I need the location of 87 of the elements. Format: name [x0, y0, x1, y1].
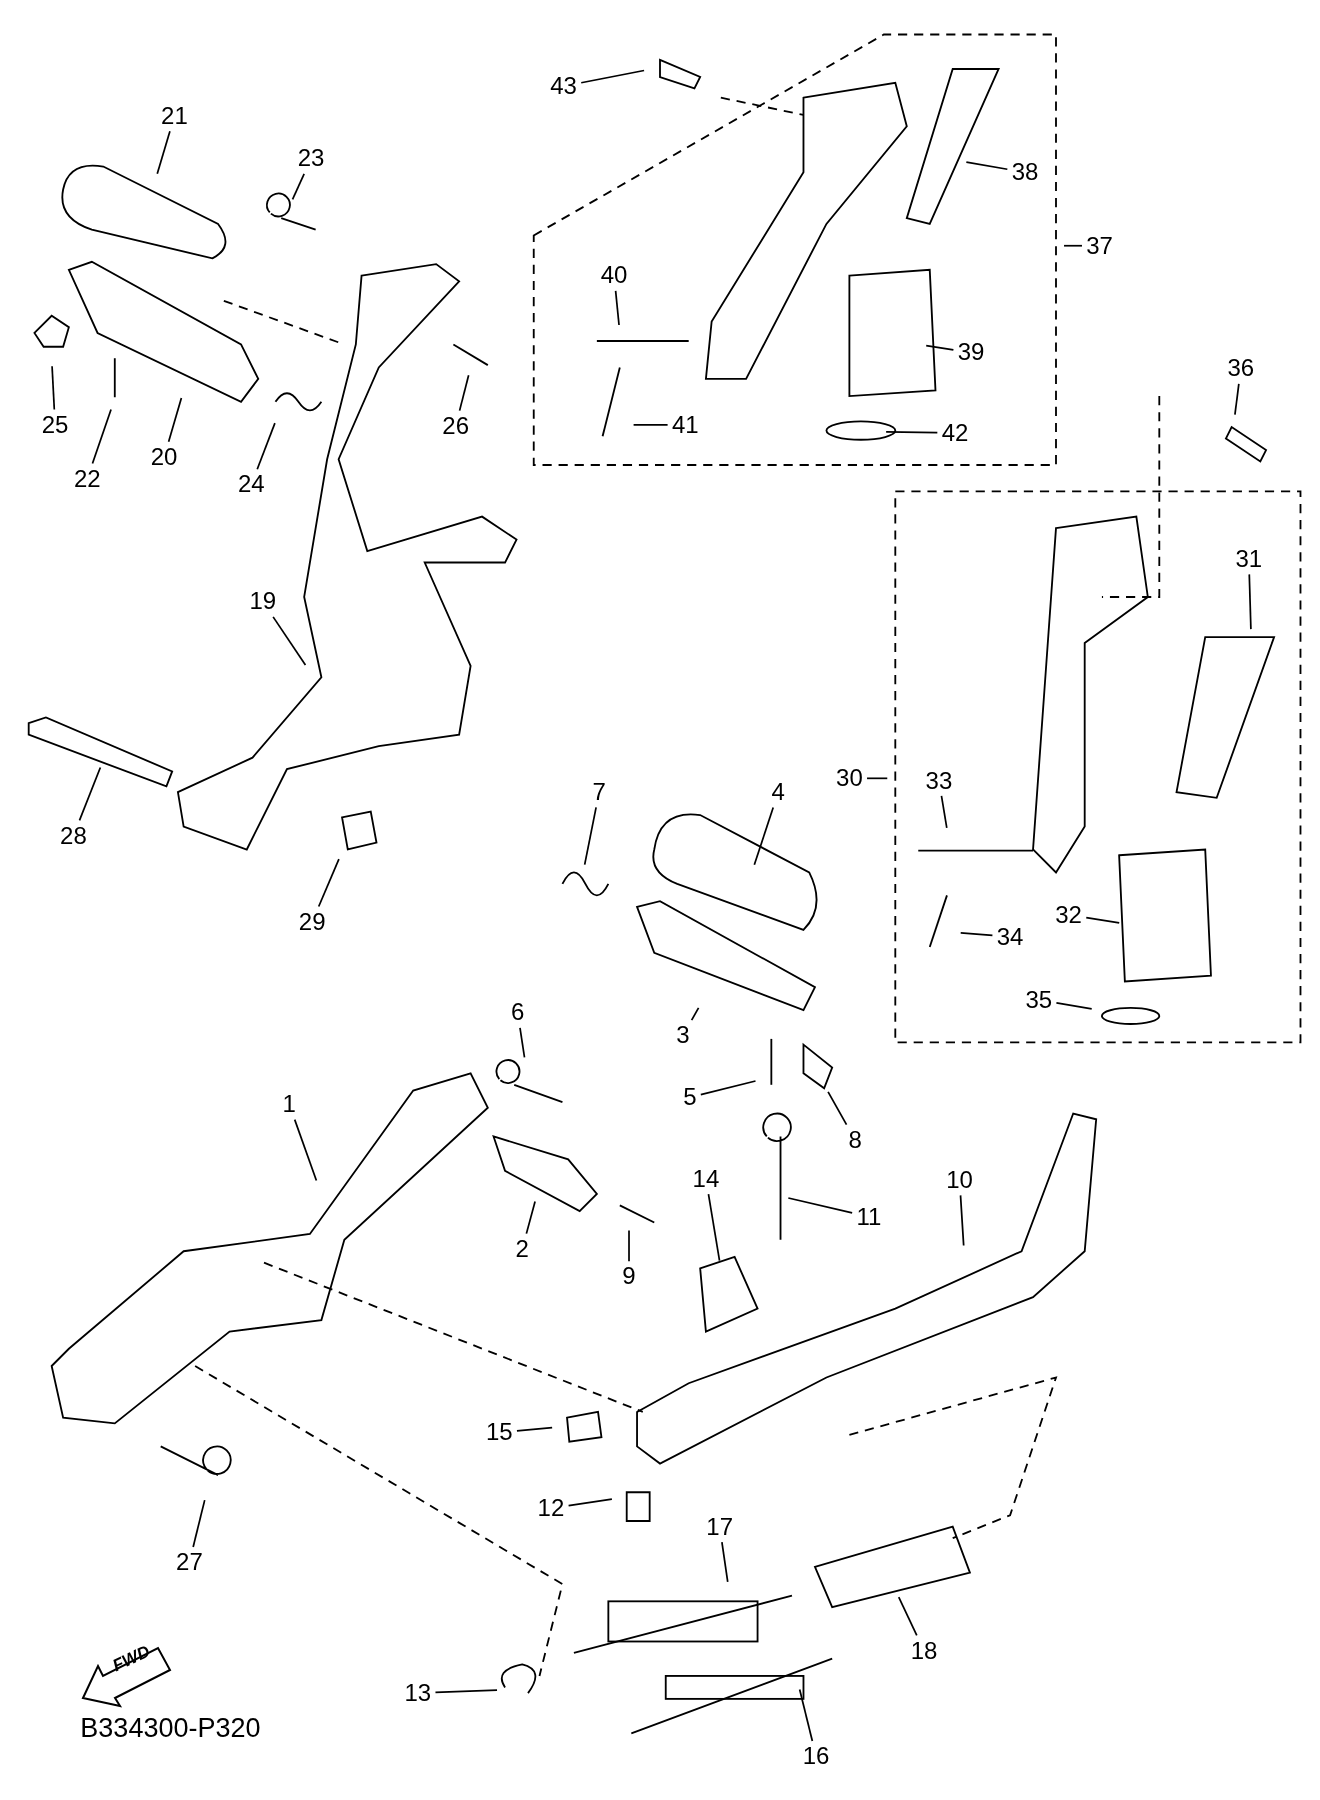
leader-line: [753, 806, 775, 866]
leader-line: [699, 1080, 757, 1096]
leader-line: [1063, 244, 1083, 247]
leader-line: [959, 931, 994, 937]
callout-number: 16: [800, 1743, 832, 1770]
leader-line: [78, 766, 102, 822]
callout-number: 20: [148, 443, 180, 470]
leader-line: [614, 290, 620, 326]
leader-line: [580, 69, 645, 84]
diagram-code: B334300-P320: [80, 1712, 261, 1744]
callout-number: 3: [674, 1022, 692, 1049]
callout-number: 42: [939, 419, 971, 446]
callout-number: 23: [295, 145, 327, 172]
leader-line: [192, 1499, 206, 1548]
leader-line: [291, 172, 305, 201]
callout-number: 7: [590, 779, 608, 805]
callout-number: 34: [994, 923, 1026, 950]
callout-number: 33: [923, 767, 955, 794]
leader-line: [256, 422, 276, 471]
callout-number: 17: [704, 1513, 735, 1540]
callout-number: 39: [955, 339, 987, 366]
leader-line: [1055, 1002, 1093, 1010]
callout-number: 29: [296, 908, 328, 935]
callout-number: 26: [440, 412, 471, 439]
callout-number: 32: [1053, 901, 1084, 928]
callout-number: 18: [908, 1637, 940, 1664]
leader-line: [959, 1194, 965, 1247]
leader-line: [707, 1193, 721, 1262]
callout-number: 1: [280, 1091, 298, 1118]
callout-number: 36: [1225, 355, 1257, 382]
leader-line: [317, 858, 340, 908]
callout-number: 30: [834, 765, 865, 792]
leader-line: [628, 1229, 630, 1263]
callout-number: 31: [1233, 546, 1265, 572]
callout-number: 5: [681, 1084, 699, 1111]
callout-number: 11: [854, 1203, 884, 1230]
callout-number: 14: [690, 1165, 722, 1192]
leader-line: [965, 161, 1009, 171]
leader-line: [167, 397, 183, 443]
leader-line: [632, 423, 669, 426]
callout-number: 27: [174, 1549, 205, 1576]
leader-line: [787, 1197, 853, 1214]
leader-line: [525, 1200, 536, 1235]
callout-number: 13: [402, 1680, 434, 1707]
leader-line: [567, 1498, 613, 1507]
leader-line: [925, 344, 955, 351]
leader-line: [272, 616, 307, 666]
callout-number: 9: [620, 1263, 638, 1290]
callout-number: 21: [159, 102, 190, 129]
leader-line: [798, 1688, 814, 1742]
leader-line: [827, 1090, 848, 1126]
leader-line: [458, 374, 470, 412]
leader-line: [690, 1007, 700, 1021]
leader-line: [940, 795, 948, 829]
callout-number: 22: [71, 465, 103, 492]
callout-number: 37: [1084, 232, 1115, 259]
leader-line: [293, 1118, 318, 1182]
leader-line: [91, 408, 112, 465]
leader-line: [866, 777, 889, 780]
callout-number: 28: [58, 822, 89, 849]
callout-number: 24: [236, 471, 267, 498]
callout-number: 15: [483, 1419, 515, 1446]
callout-number: 4: [769, 779, 787, 805]
leader-line: [156, 130, 171, 175]
callout-number: 38: [1009, 159, 1041, 186]
callout-number: 6: [509, 999, 527, 1026]
leader-line: [721, 1541, 729, 1583]
callout-number: 10: [944, 1166, 975, 1193]
leader-line: [583, 806, 597, 866]
callout-number: 25: [39, 411, 71, 438]
callout-number: 8: [846, 1126, 864, 1153]
leader-line: [885, 430, 939, 434]
leader-line: [897, 1596, 918, 1637]
callout-number: 2: [513, 1235, 531, 1262]
leader-line: [1234, 383, 1240, 416]
callout-number: 19: [247, 588, 279, 615]
leader-line: [1085, 916, 1121, 924]
leader-line: [519, 1026, 526, 1059]
leader-line: [516, 1426, 553, 1432]
callout-number: 43: [548, 73, 579, 100]
leader-line: [434, 1689, 498, 1694]
leader-line: [1248, 573, 1252, 630]
leader-line: [51, 365, 56, 411]
callout-number: 40: [598, 262, 630, 289]
callout-number: 35: [1023, 986, 1055, 1013]
callout-number: 12: [535, 1495, 567, 1522]
callout-number: 41: [669, 411, 701, 438]
